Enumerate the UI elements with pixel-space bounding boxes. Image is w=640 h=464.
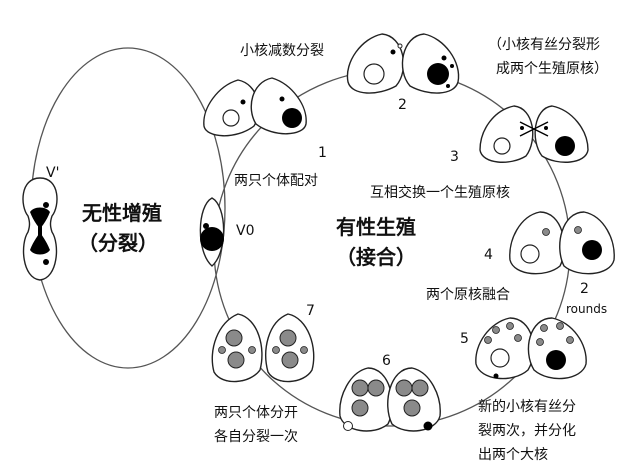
step6-number: 6 — [382, 353, 391, 369]
asexual-label-line2: （分裂） — [78, 231, 158, 255]
starting-cell-v0 — [199, 197, 225, 267]
asexual-label-line1: 无性增殖 — [82, 201, 162, 225]
step7-text-line2: 各自分裂一次 — [214, 429, 298, 445]
step7-number: 7 — [306, 303, 315, 319]
step1-text: 两只个体配对 — [234, 173, 318, 189]
step5-text-line2: 裂两次，并分化 — [478, 423, 576, 439]
step5-text-line3: 出两个大核 — [478, 447, 548, 463]
stage6-cell-pair — [339, 367, 441, 432]
step3-text: 互相交换一个生殖原核 — [370, 185, 510, 201]
step2-note-line1: （小核有丝分裂形 — [488, 37, 600, 53]
rounds-number: 2 — [580, 281, 589, 297]
stage2-cell-pair — [346, 33, 460, 94]
dividing-cell — [22, 177, 58, 281]
step2-text: 小核减数分裂 — [240, 43, 324, 59]
step5-number: 5 — [460, 331, 469, 347]
step2-number: 2 — [398, 97, 407, 113]
stage7-separated-cells — [211, 313, 315, 383]
step2-note-line2: 成两个生殖原核） — [496, 61, 608, 77]
v0-label: V0 — [236, 223, 255, 239]
life-cycle-diagram — [22, 33, 615, 432]
stage4-cell-pair — [509, 211, 615, 275]
step7-text-line1: 两只个体分开 — [214, 405, 298, 421]
rounds-text: rounds — [566, 302, 608, 316]
stage5-cell-pair — [475, 317, 587, 380]
step1-number: 1 — [318, 145, 327, 161]
sexual-label-line2: （接合） — [336, 245, 416, 269]
sexual-label-line1: 有性生殖 — [336, 215, 416, 239]
stage3-cell-pair — [479, 105, 589, 163]
step3-number: 3 — [450, 149, 459, 165]
dividing-cell-label: V' — [46, 165, 60, 181]
step5-text-line1: 新的小核有丝分 — [478, 399, 576, 415]
stage1-cell-pair — [203, 77, 307, 137]
step4-number: 4 — [484, 247, 493, 263]
step4-text: 两个原核融合 — [426, 287, 510, 303]
